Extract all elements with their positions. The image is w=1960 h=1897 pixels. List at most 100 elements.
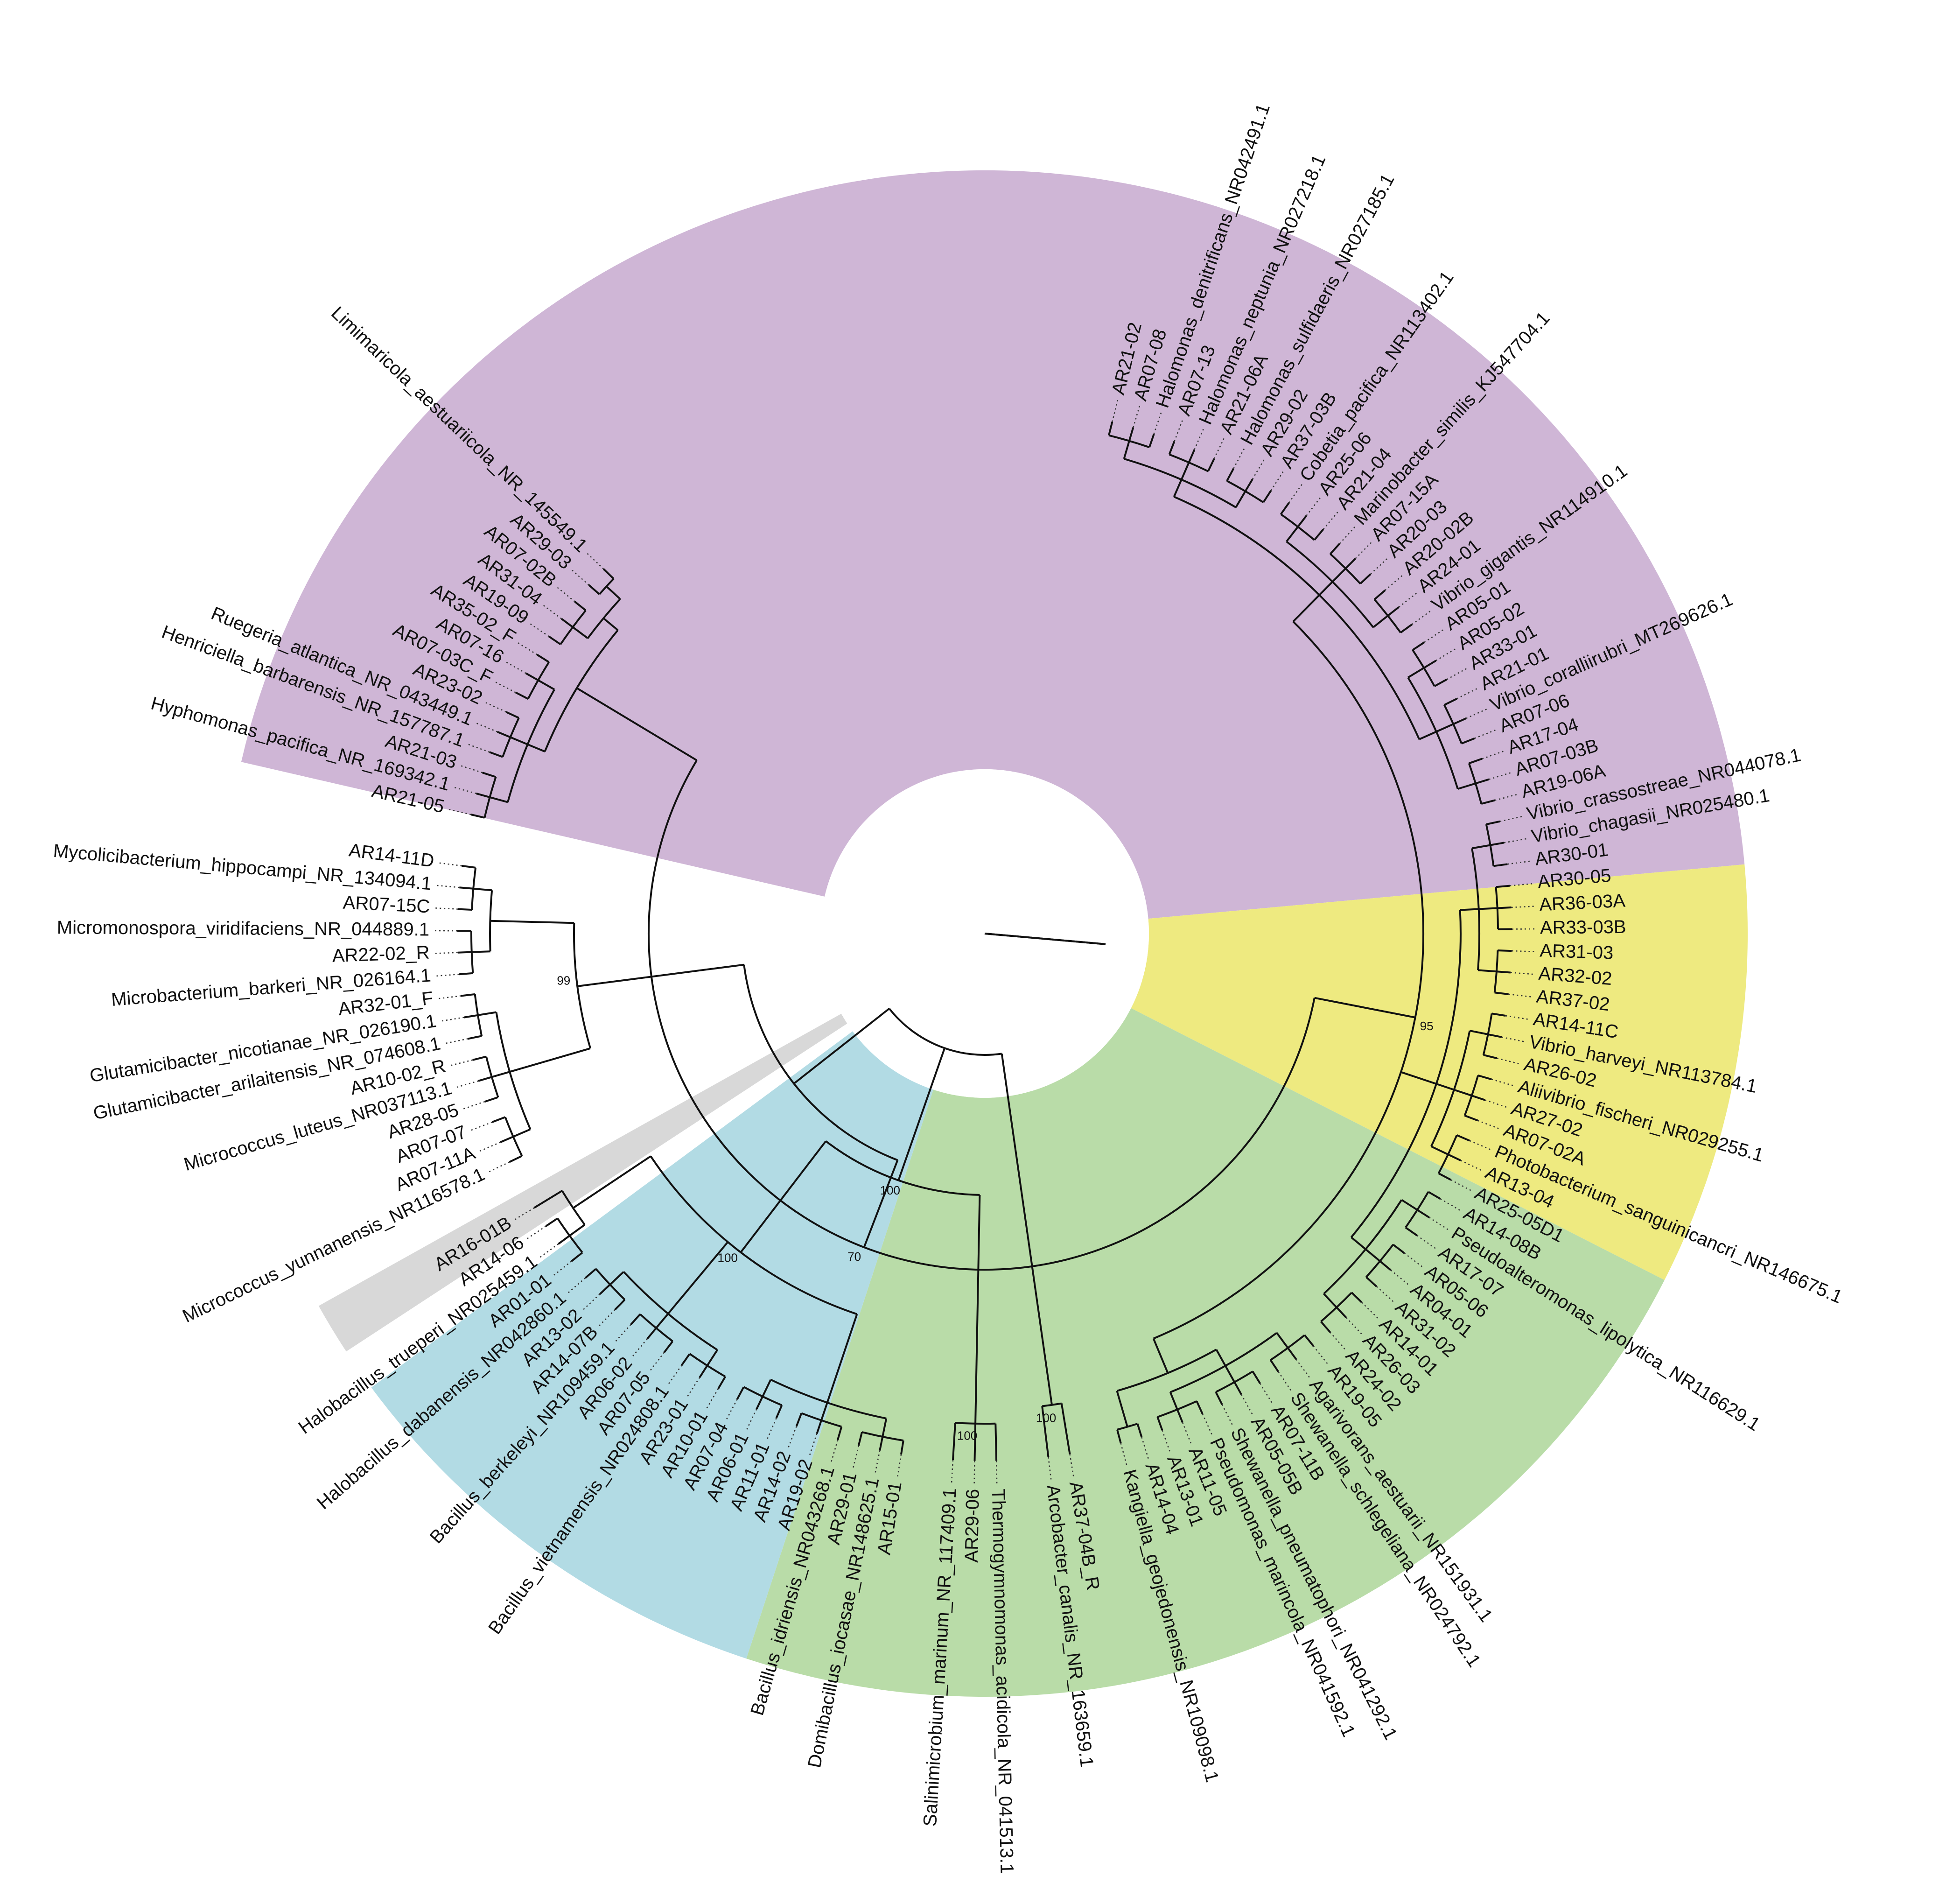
leader-line <box>441 1017 464 1022</box>
branch-segment <box>1207 458 1215 472</box>
branch-arc <box>648 759 1316 1271</box>
clade-sectors <box>241 170 1748 1697</box>
branch-arc <box>1215 1370 1253 1393</box>
leader-line <box>435 973 459 977</box>
branch-arc <box>825 1140 980 1196</box>
branch-segment <box>1497 906 1512 909</box>
branch-segment <box>1108 422 1113 436</box>
branch-segment <box>1287 1347 1297 1360</box>
branch-segment <box>571 1251 583 1262</box>
branch-segment <box>536 653 550 663</box>
branch-segment <box>1405 1227 1418 1237</box>
branch-segment <box>588 584 600 595</box>
leader-line <box>445 1038 468 1044</box>
branch-segment <box>1196 1400 1204 1414</box>
branch-segment <box>826 1314 858 1403</box>
branch-segment <box>1225 1365 1236 1383</box>
branch-arc <box>573 923 591 1049</box>
branch-arc <box>504 1117 523 1157</box>
branch-segment <box>614 1299 626 1311</box>
branch-segment <box>509 1155 523 1163</box>
branch-segment <box>1215 1391 1223 1405</box>
branch-segment <box>1365 1248 1381 1262</box>
branch-segment <box>459 886 474 890</box>
branch-segment <box>1491 1012 1506 1017</box>
branch-segment <box>681 1353 691 1366</box>
branch-segment <box>1400 1071 1437 1085</box>
support-value: 100 <box>718 1251 738 1265</box>
branch-segment <box>762 1379 772 1397</box>
branch-segment <box>602 568 615 580</box>
branch-segment <box>1496 970 1511 974</box>
branch-arc <box>489 890 493 952</box>
branch-segment <box>1276 1332 1289 1349</box>
branch-segment <box>489 751 503 758</box>
branch-segment <box>477 1011 497 1016</box>
branch-arc <box>743 964 898 1161</box>
branch-segment <box>897 1047 946 1181</box>
branch-arc <box>650 1155 858 1315</box>
branch-arc <box>1173 496 1421 740</box>
branch-segment <box>1330 543 1341 555</box>
branch-segment <box>1434 678 1448 687</box>
branch-segment <box>533 1190 563 1209</box>
branch-segment <box>1481 799 1495 805</box>
branch-segment <box>973 1423 977 1461</box>
branch-segment <box>952 1422 956 1461</box>
branch-segment <box>505 711 519 719</box>
branch-segment <box>882 1418 888 1437</box>
branch-segment <box>1387 606 1400 617</box>
branch-segment <box>459 972 473 976</box>
branch-segment <box>646 1327 657 1340</box>
branch-segment <box>489 796 508 803</box>
branch-segment <box>820 1402 828 1421</box>
branch-segment <box>1471 1095 1485 1101</box>
branch-segment <box>1280 502 1290 515</box>
branch-arc <box>1042 1402 1062 1407</box>
branch-segment <box>500 1136 514 1143</box>
branch-arc <box>955 1422 996 1425</box>
leader-line <box>434 952 458 954</box>
clade-sector-green <box>746 1008 1665 1697</box>
branch-segment <box>1453 717 1467 725</box>
branch-arc <box>495 1012 532 1130</box>
clade-sector-blue <box>371 1031 934 1659</box>
branch-segment <box>510 736 528 745</box>
branch-segment <box>1471 844 1491 850</box>
branch-segment <box>1156 1417 1163 1431</box>
leader-line <box>470 1121 493 1131</box>
branch-segment <box>1477 1074 1492 1081</box>
branch-segment <box>572 626 588 639</box>
branch-segment <box>1123 440 1130 459</box>
branch-segment <box>1448 1153 1461 1161</box>
branch-segment <box>717 1376 726 1390</box>
leader-line <box>488 1161 510 1173</box>
branch-segment <box>609 1271 624 1286</box>
branch-segment <box>1001 1054 1053 1405</box>
branch-arc <box>1407 677 1459 789</box>
branch-segment <box>574 601 587 611</box>
branch-segment <box>471 950 490 953</box>
branch-segment <box>1438 1172 1452 1181</box>
branch-segment <box>1173 479 1183 497</box>
branch-segment <box>699 1365 708 1378</box>
branch-segment <box>538 679 555 690</box>
leader-line <box>434 907 458 910</box>
branch-segment <box>470 814 485 819</box>
support-value: 70 <box>847 1250 861 1264</box>
leader-line <box>455 1080 479 1088</box>
branch-segment <box>545 1217 558 1227</box>
branch-segment <box>484 1096 499 1103</box>
branch-segment <box>1454 1089 1472 1097</box>
branch-segment <box>1457 782 1476 790</box>
branch-segment <box>1379 1260 1392 1271</box>
branch-segment <box>1304 1334 1314 1347</box>
branch-segment <box>1345 558 1357 569</box>
branch-arc <box>507 689 555 803</box>
leaf-label: AR36-03A <box>1539 891 1626 915</box>
branch-segment <box>1407 667 1425 679</box>
branch-segment <box>630 1314 641 1326</box>
clade-sector-purple <box>241 170 1745 919</box>
branch-arc <box>1116 1349 1217 1392</box>
